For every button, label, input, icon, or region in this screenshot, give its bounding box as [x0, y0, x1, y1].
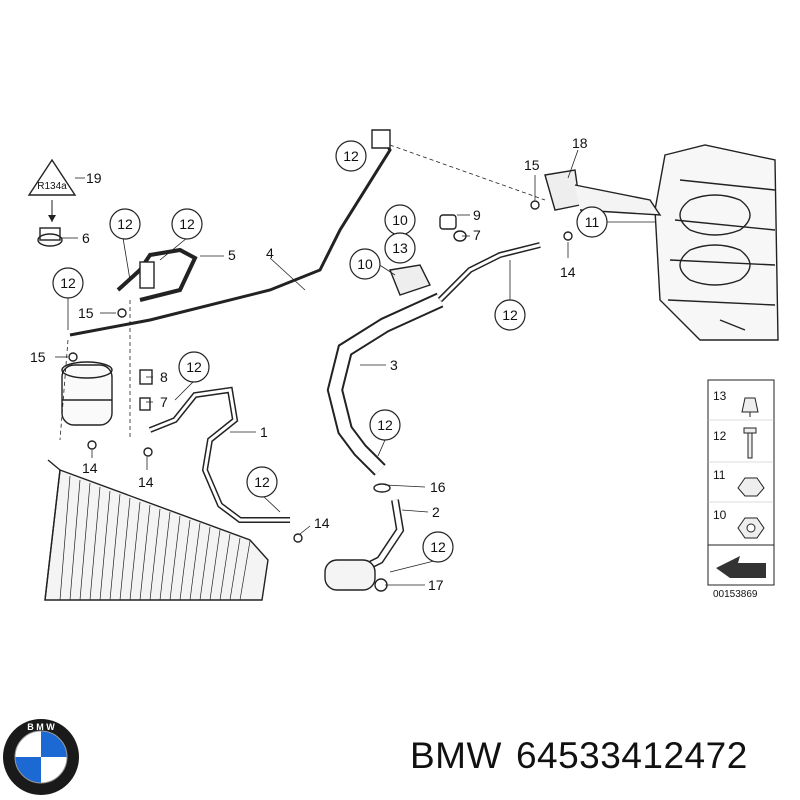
brand-name: BMW: [410, 735, 502, 776]
callout: 15: [30, 349, 46, 365]
callout: 10: [357, 256, 373, 272]
callout: 12: [502, 307, 518, 323]
callout: 17: [428, 577, 444, 593]
callout: 14: [138, 474, 154, 490]
svg-text:10: 10: [713, 508, 727, 522]
callout: 12: [186, 359, 202, 375]
receiver-drier: [61, 361, 113, 426]
callout: 12: [117, 216, 133, 232]
callout: 14: [82, 460, 98, 476]
callout: 9: [473, 207, 481, 223]
callout: 15: [524, 157, 540, 173]
muffler: [324, 559, 376, 591]
svg-text:12: 12: [713, 429, 727, 443]
svg-text:13: 13: [713, 389, 727, 403]
callout: 4: [266, 245, 274, 261]
callout: 14: [560, 264, 576, 280]
part-caption: BMW 64533412472: [410, 735, 762, 777]
pipe-1: [148, 386, 290, 523]
svg-text:00153869: 00153869: [713, 589, 758, 600]
condenser: [44, 459, 269, 601]
legend-box: 13 12 11 10: [707, 379, 775, 586]
callout: 12: [430, 539, 446, 555]
callout: 12: [179, 216, 195, 232]
svg-text:11: 11: [713, 468, 726, 482]
part-number: 64533412472: [515, 735, 748, 776]
callout: 11: [585, 214, 600, 230]
callout: 7: [160, 394, 168, 410]
callout: 13: [392, 240, 408, 256]
callout: 12: [343, 148, 359, 164]
evaporator-housing: [654, 144, 779, 341]
callout: 3: [390, 357, 398, 373]
callout: 15: [78, 305, 94, 321]
callout: 19: [86, 170, 102, 186]
svg-text:R134a: R134a: [37, 181, 67, 192]
callout: 5: [228, 247, 236, 263]
callout: 8: [160, 369, 168, 385]
warning-triangle-icon: R134a: [27, 158, 77, 196]
callout: 16: [430, 479, 446, 495]
bmw-logo-icon: B M W: [3, 719, 79, 795]
callout-labels: 12 12 12 12 12 12 12 12 12 10 13 10 11 1…: [30, 135, 608, 593]
callout: 10: [392, 212, 408, 228]
callout: 12: [60, 275, 76, 291]
pipe-4: [69, 134, 392, 337]
callout: 18: [572, 135, 588, 151]
svg-text:B M W: B M W: [27, 722, 55, 732]
callout: 2: [432, 504, 440, 520]
arrow-icon: [716, 556, 766, 578]
callout: 1: [260, 424, 268, 440]
callout: 7: [473, 227, 481, 243]
callout: 12: [377, 417, 393, 433]
callout: 12: [254, 474, 270, 490]
callout: 14: [314, 515, 330, 531]
callout: 6: [82, 230, 90, 246]
